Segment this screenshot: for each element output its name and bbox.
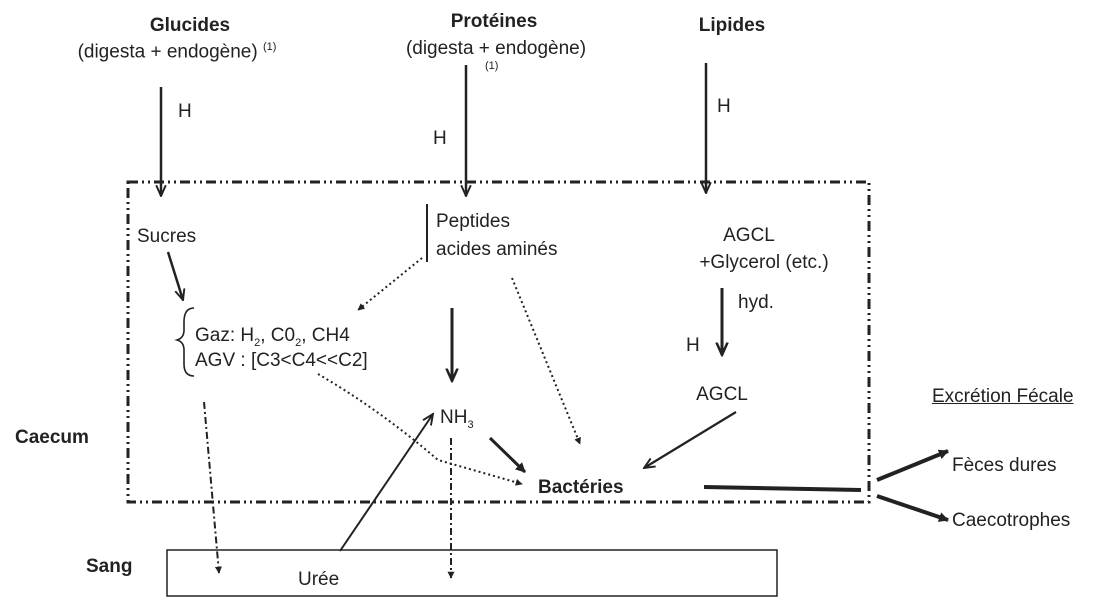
glucides-sub-text: (digesta + endogène)	[77, 41, 258, 63]
bacteries-label: Bactéries	[538, 477, 624, 498]
arrow-agv-bacteries-dotted	[317, 373, 523, 486]
caecum-box	[126, 180, 871, 504]
proteines-note: (1)	[485, 60, 499, 72]
arrow-uree-nh3	[339, 414, 433, 552]
glucides-title: Glucides	[149, 15, 231, 36]
uree-label: Urée	[298, 569, 340, 590]
nh3-base: NH	[440, 407, 468, 428]
arrow-agv-sang	[203, 401, 222, 574]
sucres-label: Sucres	[137, 226, 197, 247]
gaz-mid: , C0	[260, 325, 296, 346]
arrow-caecotrophes	[876, 494, 949, 522]
gaz-sub-h2: 2	[254, 336, 261, 349]
sang-box	[166, 549, 778, 597]
sang-label: Sang	[86, 556, 133, 577]
gaz-agv-brace	[174, 307, 195, 377]
gaz-sub-co2: 2	[295, 336, 302, 349]
arrow-peptides-gaz-dotted	[357, 257, 423, 311]
proteines-title: Protéines	[450, 11, 538, 32]
glycerol-label: +Glycerol (etc.)	[699, 252, 829, 273]
excretion-title: Excrétion Fécale	[932, 386, 1074, 407]
caecum-label: Caecum	[15, 427, 89, 448]
nh3-sub: 3	[467, 418, 474, 431]
feces-dures-label: Fèces dures	[952, 455, 1057, 476]
caecotrophes-label: Caecotrophes	[952, 510, 1071, 531]
glucides-sub: (digesta + endogène) (1)	[78, 41, 277, 64]
nh3-label: NH3	[440, 407, 474, 432]
acides-amines-label: acides aminés	[436, 239, 558, 260]
proteines-sub: (digesta + endogène)	[405, 38, 587, 59]
arrow-feces-dures	[876, 449, 949, 482]
gaz-prefix: Gaz: H	[195, 325, 255, 346]
lipides-title: Lipides	[698, 15, 766, 36]
gaz-suffix: , CH4	[301, 325, 350, 346]
agcl-top-label: AGCL	[723, 225, 775, 246]
h-label-lipides: H	[717, 96, 731, 117]
peptides-label: Peptides	[436, 211, 510, 232]
hyd-label: hyd.	[738, 292, 774, 313]
h-label-proteines: H	[433, 128, 447, 149]
arrow-nh3-bacteries	[488, 436, 527, 474]
arrow-agcl-bacteries	[644, 411, 737, 468]
gaz-label: Gaz: H2, C02, CH4	[195, 325, 350, 350]
arrow-peptides-bacteries-dotted	[511, 277, 581, 445]
glucides-note: (1)	[262, 41, 277, 53]
h-label-glucides: H	[178, 101, 192, 122]
h-label-agcl: H	[686, 335, 700, 356]
bacteries-exit-line	[703, 485, 862, 492]
arrow-sucres-gaz	[166, 251, 183, 300]
agcl-bottom-label: AGCL	[696, 384, 748, 405]
agv-label: AGV : [C3<C4<<C2]	[195, 350, 368, 371]
